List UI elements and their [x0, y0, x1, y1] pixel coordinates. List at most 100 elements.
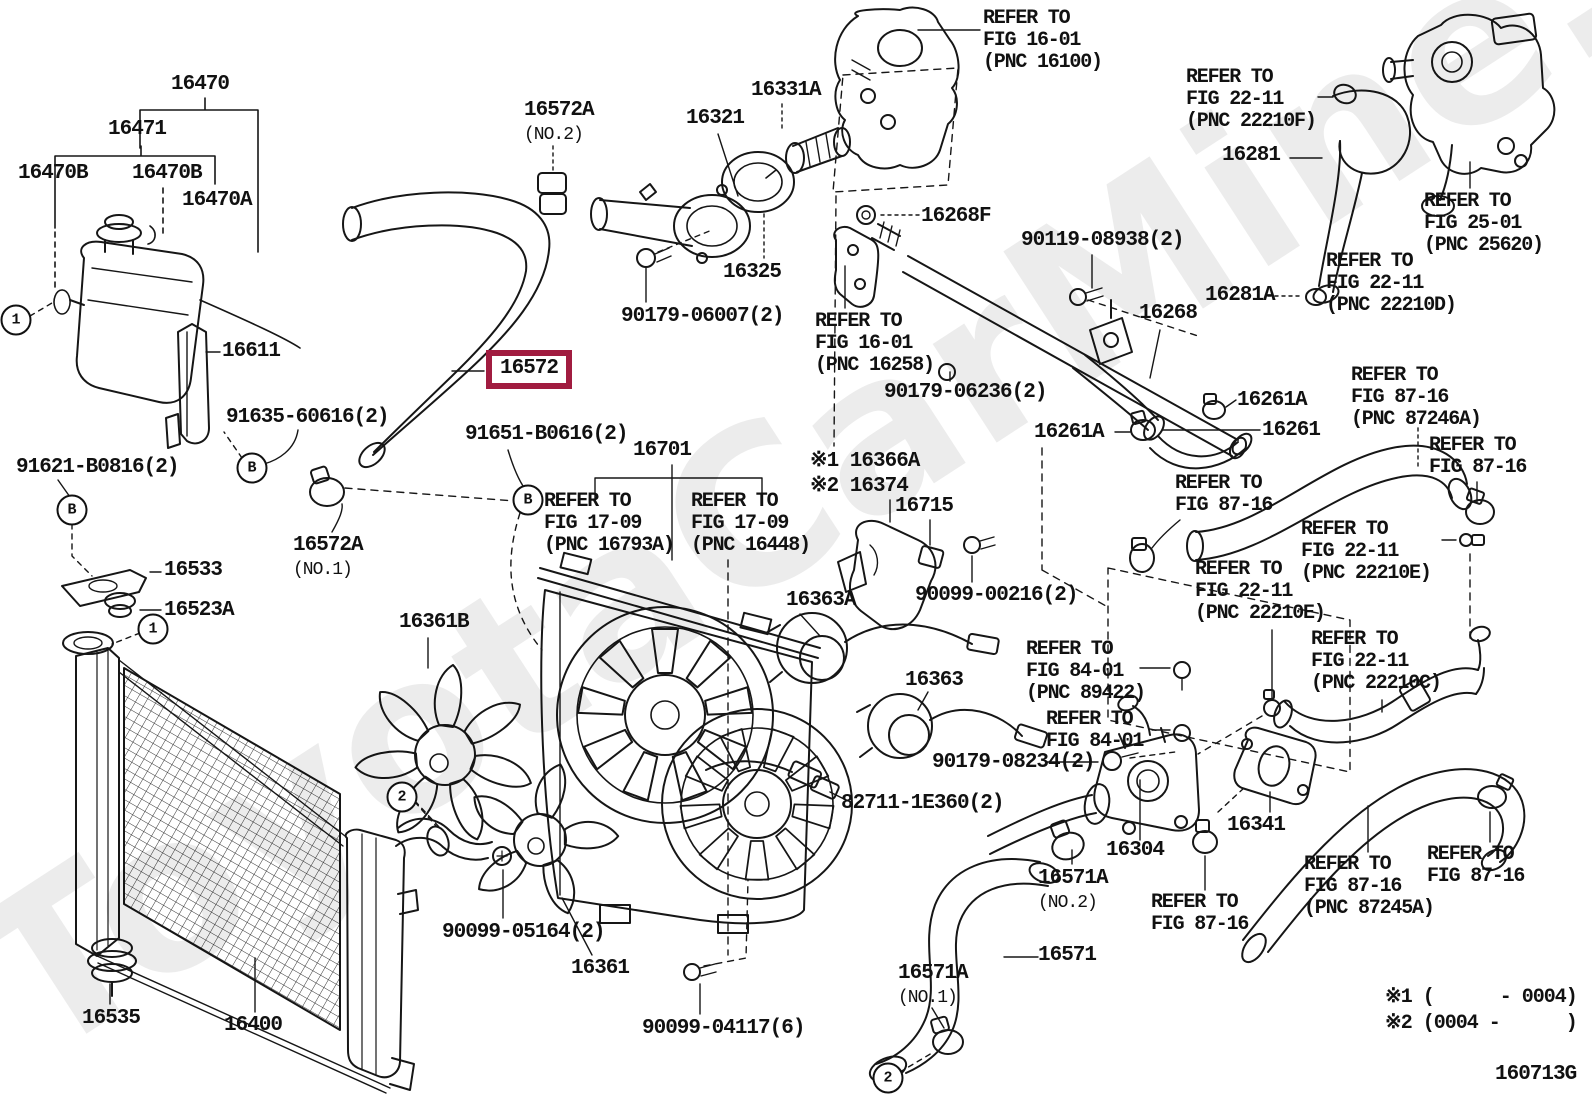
label-16471[interactable]: 16471 — [108, 118, 167, 141]
label-16366a[interactable]: ※1 16366A — [810, 450, 920, 473]
label-16470b-right[interactable]: 16470B — [132, 162, 203, 185]
bypass-pipe-16268-art — [833, 205, 1248, 460]
label-16701[interactable]: 16701 — [633, 439, 692, 462]
water-outlet-art — [590, 103, 851, 303]
callout-circle-b1: B — [56, 494, 88, 526]
label-16261a-left[interactable]: 16261A — [1034, 421, 1105, 444]
heater-hose-22210-art — [1197, 533, 1491, 755]
drawing-code: 160713G — [1495, 1063, 1577, 1086]
callout-circle-2b: 2 — [872, 1062, 904, 1094]
heater-hose-upper-art — [1041, 427, 1495, 773]
label-16304[interactable]: 16304 — [1106, 839, 1165, 862]
callout-circle-2a: 2 — [386, 781, 418, 813]
bracket-16611-art — [165, 323, 210, 449]
label-16571[interactable]: 16571 — [1038, 944, 1097, 967]
label-90179-06007[interactable]: 90179-06007(2) — [621, 305, 784, 328]
label-16571a-no1[interactable]: 16571A(NO.1) — [898, 962, 969, 1008]
label-16572a-no1[interactable]: 16572A(NO.1) — [293, 534, 364, 580]
label-16571a-no2[interactable]: 16571A(NO.2) — [1038, 867, 1109, 913]
label-16281[interactable]: 16281 — [1222, 144, 1281, 167]
label-91621-b0816[interactable]: 91621-B0816(2) — [16, 456, 179, 479]
fan-shroud-16701-art — [537, 464, 853, 956]
egr-valve-art — [1382, 12, 1556, 217]
label-90179-08234[interactable]: 90179-08234(2) — [932, 751, 1095, 774]
label-16321[interactable]: 16321 — [686, 107, 745, 130]
clamp-16572a-no1-art — [223, 431, 516, 533]
callout-circle-b3: B — [512, 484, 544, 516]
label-16400[interactable]: 16400 — [224, 1014, 283, 1037]
fan-16361b-art — [352, 637, 536, 845]
label-82711-1e360[interactable]: 82711-1E360(2) — [841, 792, 1004, 815]
label-16715[interactable]: 16715 — [895, 495, 954, 518]
bracket-lines-reserve-tank — [54, 97, 259, 291]
hose-16281-art — [1267, 83, 1412, 306]
fan-motor-16363-art — [705, 661, 1191, 801]
label-91635-60616[interactable]: 91635-60616(2) — [226, 406, 389, 429]
footnote-2: ※2 (0004 - ) — [1385, 1012, 1578, 1035]
label-16363[interactable]: 16363 — [905, 669, 964, 692]
water-inlet-16304-art — [987, 694, 1317, 891]
label-16572-highlight[interactable]: 16572 — [486, 350, 573, 389]
callout-circle-1a: 1 — [0, 304, 32, 336]
callout-circle-1b: 1 — [137, 613, 169, 645]
label-16535[interactable]: 16535 — [82, 1007, 141, 1030]
label-90119-08938[interactable]: 90119-08938(2) — [1021, 229, 1184, 252]
callout-circle-b2: B — [236, 452, 268, 484]
bypass-joint-16366a-art — [837, 499, 996, 630]
label-16325[interactable]: 16325 — [723, 261, 782, 284]
label-16470b-left[interactable]: 16470B — [18, 162, 89, 185]
label-90179-06236[interactable]: 90179-06236(2) — [884, 381, 1047, 404]
label-16533[interactable]: 16533 — [164, 559, 223, 582]
hose-16261-art — [1072, 354, 1261, 470]
label-16331a[interactable]: 16331A — [751, 79, 822, 102]
fan-motor-16363a-art — [765, 612, 1000, 684]
label-16470[interactable]: 16470 — [171, 73, 230, 96]
label-16361[interactable]: 16361 — [571, 957, 630, 980]
radiator-art — [75, 647, 419, 1094]
fan-16361-art — [464, 760, 749, 1015]
label-16470a[interactable]: 16470A — [182, 189, 253, 212]
label-16361b[interactable]: 16361B — [399, 611, 470, 634]
label-90099-00216[interactable]: 90099-00216(2) — [915, 584, 1078, 607]
label-90099-05164[interactable]: 90099-05164(2) — [442, 921, 605, 944]
label-16261a-right[interactable]: 16261A — [1237, 389, 1308, 412]
reserve-tank-art — [53, 214, 301, 404]
label-16611[interactable]: 16611 — [222, 340, 281, 363]
label-16572a-no2[interactable]: 16572A(NO.2) — [524, 99, 595, 145]
footnote-1: ※1 ( - 0004) — [1385, 986, 1578, 1009]
label-16268f[interactable]: 16268F — [921, 205, 992, 228]
upper-hose-16572-art — [342, 191, 551, 469]
label-16523a[interactable]: 16523A — [164, 599, 235, 622]
lower-hose-16571-art — [868, 819, 1085, 1083]
label-91651-b0616[interactable]: 91651-B0616(2) — [465, 423, 628, 446]
label-16363a[interactable]: 16363A — [786, 589, 857, 612]
heater-hose-lower-art — [1241, 768, 1526, 964]
clamp-16572a-no2-art — [537, 145, 567, 215]
label-16261[interactable]: 16261 — [1262, 419, 1321, 442]
label-16341[interactable]: 16341 — [1227, 814, 1286, 837]
label-16268[interactable]: 16268 — [1139, 302, 1198, 325]
label-16374[interactable]: ※2 16374 — [810, 475, 909, 498]
label-16281a[interactable]: 16281A — [1205, 284, 1276, 307]
radiator-stub-art — [395, 800, 493, 861]
small-brackets-art — [61, 569, 147, 655]
label-90099-04117[interactable]: 90099-04117(6) — [642, 1017, 805, 1040]
